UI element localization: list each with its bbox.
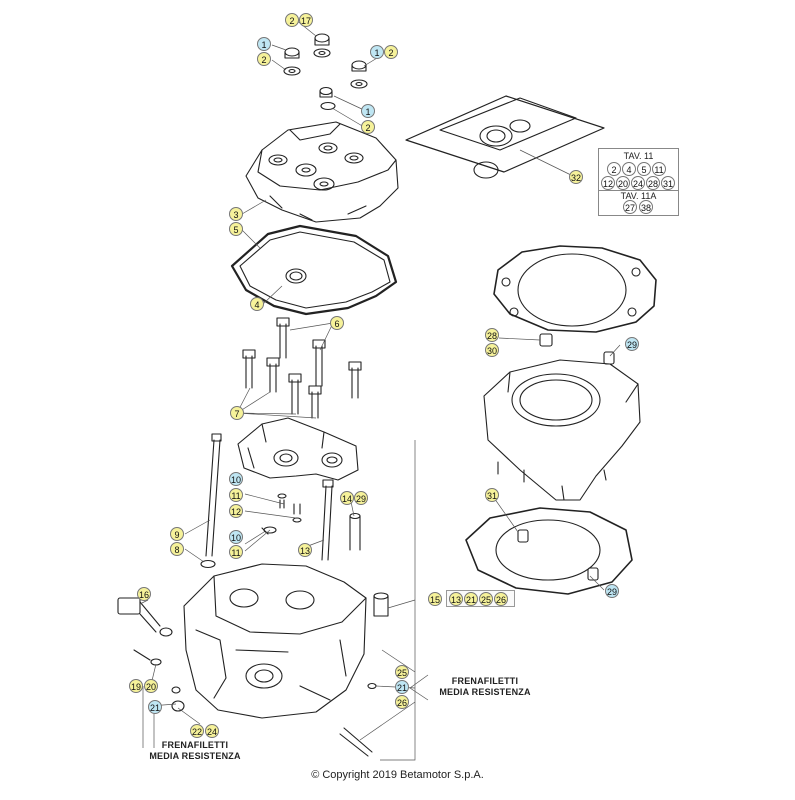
callout-label: 25	[479, 592, 493, 606]
callout-label: 21	[148, 700, 162, 714]
callout-label: 2	[257, 52, 271, 66]
table-ref: 4	[622, 162, 636, 176]
callout-label: 13	[298, 543, 312, 557]
valve-cover-gasket	[230, 224, 398, 316]
callout-label: 8	[170, 542, 184, 556]
camshaft-carrier	[237, 417, 359, 481]
callout-label: 17	[299, 13, 313, 27]
callout-label: 25	[395, 665, 409, 679]
table-reference-box: TAV. 11 2 4 5 11 12 20 24 28 31 TAV. 11A…	[598, 148, 679, 216]
table-ref: 27	[623, 200, 637, 214]
callout-label: 29	[625, 337, 639, 351]
table-ref: 28	[646, 176, 660, 190]
callout-label: 24	[205, 724, 219, 738]
callout-label: 13	[449, 592, 463, 606]
callout-label: 10	[229, 530, 243, 544]
threadlock-note-right: FRENAFILETTI MEDIA RESISTENZA	[430, 676, 540, 698]
callout-label: 21	[395, 680, 409, 694]
callout-label: 10	[229, 472, 243, 486]
callout-label: 29	[605, 584, 619, 598]
callout-label: 29	[354, 491, 368, 505]
callout-label: 6	[330, 316, 344, 330]
callout-label: 20	[144, 679, 158, 693]
table-ref: 31	[661, 176, 675, 190]
gasket-kit	[405, 95, 605, 179]
note-line: FRENAFILETTI	[161, 740, 229, 750]
table-ref: 5	[637, 162, 651, 176]
head-bolts	[242, 317, 362, 419]
table-title: TAV. 11	[623, 151, 654, 161]
copyright-notice: © Copyright 2019 Betamotor S.p.A.	[311, 769, 484, 781]
callout-label: 15	[428, 592, 442, 606]
valve-cover-screws	[283, 33, 368, 111]
callout-label: 12	[229, 504, 243, 518]
callout-label: 26	[494, 592, 508, 606]
table-ref: 11	[652, 162, 666, 176]
callout-label: 26	[395, 695, 409, 709]
callout-label: 31	[485, 488, 499, 502]
callout-label: 1	[361, 104, 375, 118]
callout-label: 7	[230, 406, 244, 420]
long-studs	[200, 433, 361, 569]
callout-label: 1	[370, 45, 384, 59]
note-line: MEDIA RESISTENZA	[439, 687, 531, 697]
table-ref: 20	[616, 176, 630, 190]
table-ref: 2	[607, 162, 621, 176]
callout-label: 22	[190, 724, 204, 738]
callout-label: 28	[485, 328, 499, 342]
table-title: TAV. 11A	[620, 191, 657, 201]
callout-label: 30	[485, 343, 499, 357]
temperature-sensor	[117, 597, 185, 712]
callout-label: 9	[170, 527, 184, 541]
callout-label: 2	[361, 120, 375, 134]
cylinder	[483, 333, 641, 501]
callout-label: 11	[229, 545, 243, 559]
table-ref: 38	[639, 200, 653, 214]
cylinder-base-gasket	[465, 507, 633, 595]
table-divider	[599, 190, 678, 191]
table-ref: 12	[601, 176, 615, 190]
callout-label: 14	[340, 491, 354, 505]
valve-cover	[245, 121, 399, 223]
callout-label: 2	[384, 45, 398, 59]
callout-label: 21	[464, 592, 478, 606]
callout-label: 5	[229, 222, 243, 236]
callout-label: 19	[129, 679, 143, 693]
note-line: FRENAFILETTI	[451, 676, 519, 686]
callout-label: 11	[229, 488, 243, 502]
note-line: MEDIA RESISTENZA	[149, 751, 241, 761]
leader-lines	[139, 19, 621, 761]
cylinder-head	[183, 563, 367, 719]
table-ref: 24	[631, 176, 645, 190]
callout-label: 2	[285, 13, 299, 27]
callout-label: 3	[229, 207, 243, 221]
callout-label: 32	[569, 170, 583, 184]
threadlock-note-left: FRENAFILETTI MEDIA RESISTENZA	[140, 740, 250, 762]
callout-label: 4	[250, 297, 264, 311]
callout-label: 16	[137, 587, 151, 601]
callout-label: 1	[257, 37, 271, 51]
cylinder-head-gasket	[493, 245, 657, 333]
